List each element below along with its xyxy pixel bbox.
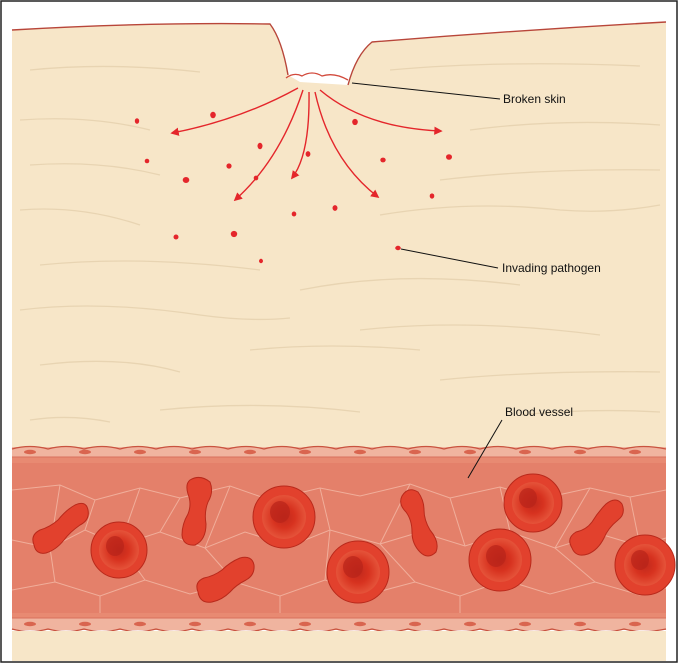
invading-pathogen-label: Invading pathogen	[502, 261, 601, 275]
pathogen	[395, 246, 401, 250]
pathogen	[292, 212, 297, 217]
pathogen	[254, 176, 259, 181]
pathogen	[446, 154, 452, 160]
pathogen	[306, 151, 311, 157]
red-blood-cell	[91, 522, 147, 578]
lower-tissue	[12, 631, 666, 661]
red-blood-cell	[469, 529, 531, 591]
pathogen	[231, 231, 237, 237]
pathogen	[145, 159, 150, 164]
skin-tissue	[12, 22, 666, 455]
pathogen	[259, 259, 263, 263]
pathogen	[174, 235, 179, 240]
pathogen	[210, 112, 216, 118]
pathogen	[333, 205, 338, 211]
vessel-wall-top	[12, 447, 666, 458]
red-blood-cell	[327, 541, 389, 603]
red-blood-cell	[615, 535, 675, 595]
red-blood-cell	[253, 486, 315, 548]
broken-skin-label: Broken skin	[503, 92, 566, 106]
red-blood-cell	[504, 474, 562, 532]
blood-vessel-label: Blood vessel	[505, 405, 573, 419]
pathogen	[258, 143, 263, 149]
pathogen	[430, 193, 435, 198]
vessel-wall-bottom	[12, 618, 666, 632]
pathogen	[352, 119, 358, 125]
pathogen	[183, 177, 190, 183]
pathogen	[226, 163, 231, 168]
pathogen	[380, 158, 385, 163]
pathogen	[135, 118, 139, 124]
